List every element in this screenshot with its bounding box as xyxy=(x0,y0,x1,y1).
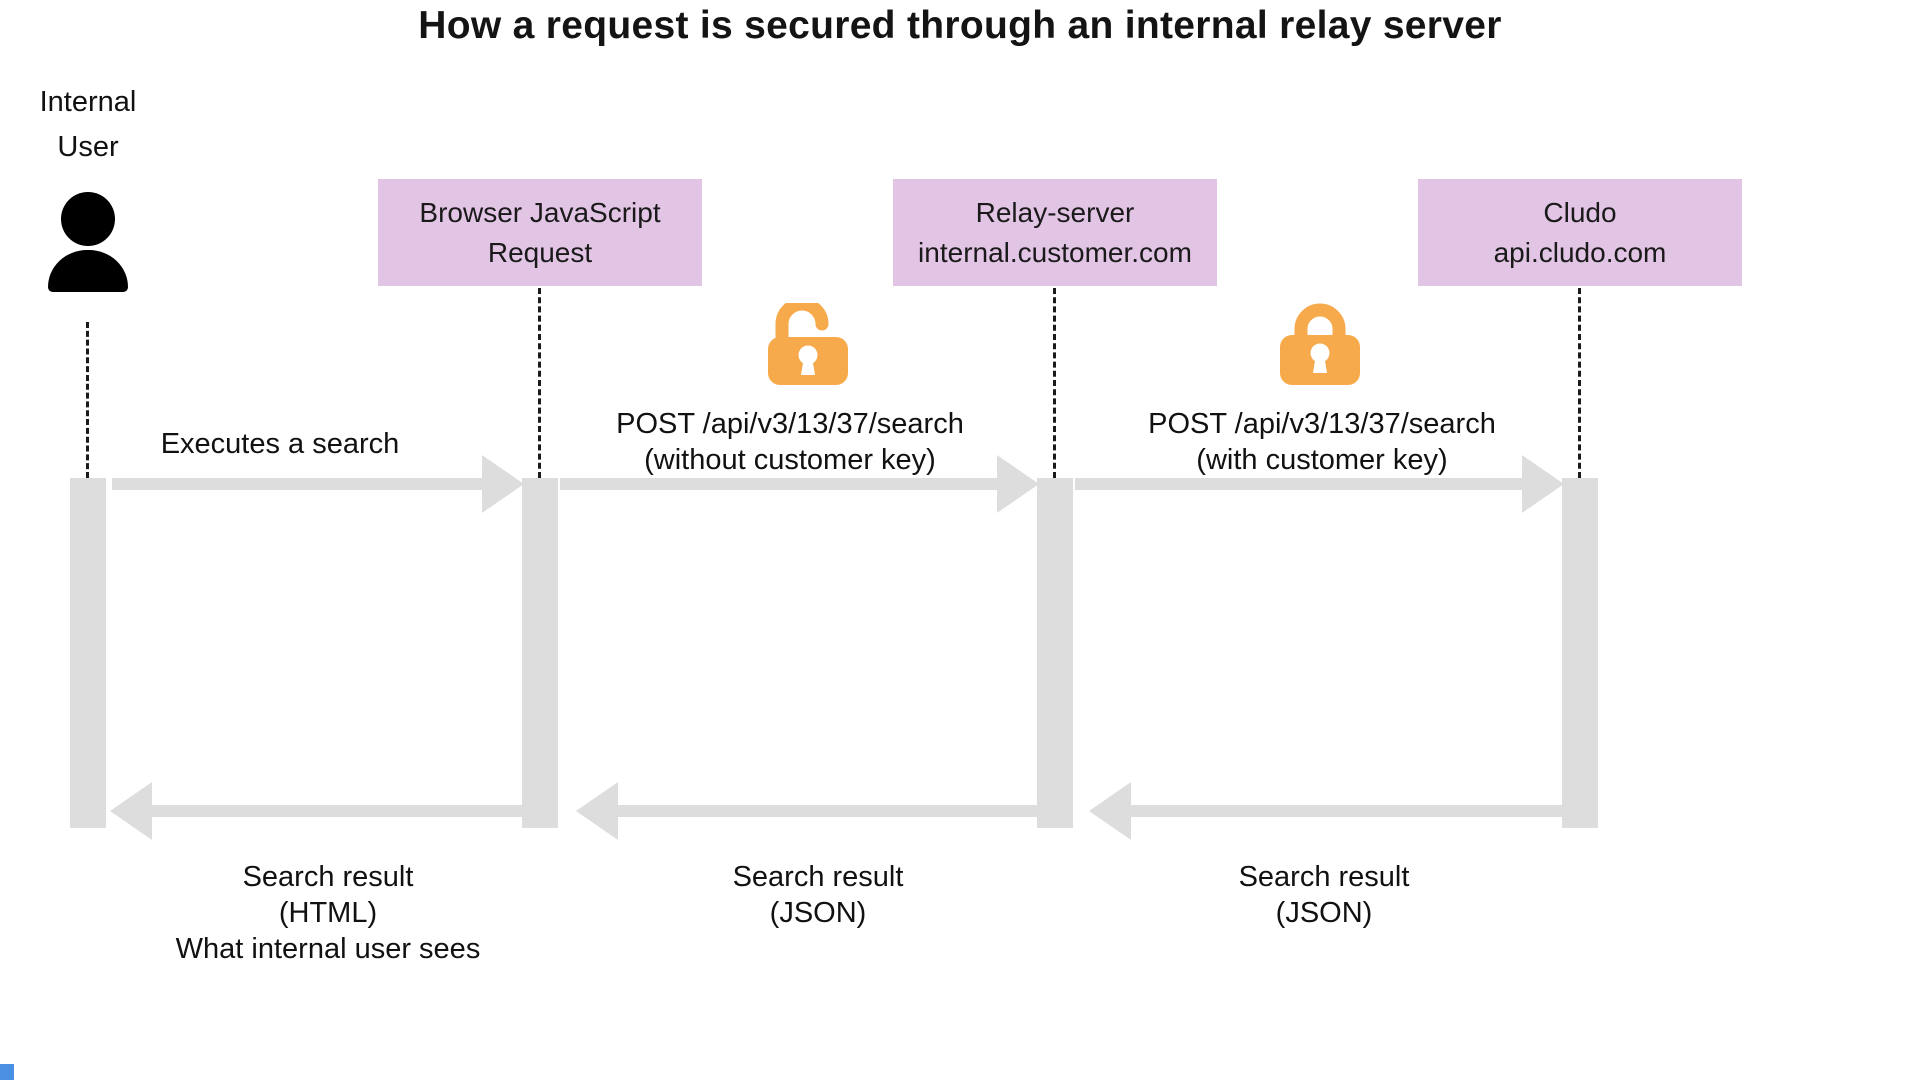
message-label-post-without-key: POST /api/v3/13/37/search (without custo… xyxy=(528,406,1052,478)
lifeline-cludo xyxy=(1578,288,1581,478)
actor-box-relay-line2: internal.customer.com xyxy=(918,236,1192,268)
arrow-browser-to-relay xyxy=(560,455,1039,513)
message-text: POST /api/v3/13/37/search xyxy=(1148,408,1496,440)
message-text: Search result xyxy=(1238,861,1410,893)
message-text: (with customer key) xyxy=(1196,444,1448,476)
message-text: Search result xyxy=(242,861,414,893)
person-icon-head xyxy=(61,192,115,246)
activation-bar-relay xyxy=(1037,478,1073,828)
arrow-return-cludo-to-relay xyxy=(1089,782,1564,840)
arrow-relay-to-cludo xyxy=(1075,455,1564,513)
activation-bar-cludo xyxy=(1562,478,1598,828)
lifeline-user xyxy=(86,322,89,478)
actor-box-relay-line1: Relay-server xyxy=(975,196,1135,228)
message-text: Executes a search xyxy=(160,428,400,460)
message-text: POST /api/v3/13/37/search xyxy=(616,408,964,440)
activation-bar-user xyxy=(70,478,106,828)
actor-box-browser-line2: Request xyxy=(487,236,593,268)
actor-box-cludo-line2: api.cludo.com xyxy=(1493,236,1667,268)
message-label-post-with-key: POST /api/v3/13/37/search (with customer… xyxy=(1060,406,1584,478)
lifeline-relay xyxy=(1053,288,1056,478)
actor-label-line1: Internal xyxy=(39,86,137,118)
unlocked-padlock-icon xyxy=(768,303,848,385)
actor-box-browser-line1: Browser JavaScript xyxy=(419,196,661,228)
diagram-title: How a request is secured through an inte… xyxy=(418,4,1502,47)
lifeline-browser xyxy=(538,288,541,478)
message-text: (without customer key) xyxy=(644,444,936,476)
message-label-executes-search: Executes a search xyxy=(80,426,480,462)
blue-corner-mark xyxy=(0,1064,14,1080)
message-text: What internal user sees xyxy=(175,933,481,965)
message-text: (JSON) xyxy=(769,897,867,929)
message-label-search-result-json-relay: Search result (JSON) xyxy=(1074,859,1574,931)
actor-label-internal-user: Internal User xyxy=(0,80,176,170)
message-text: (JSON) xyxy=(1275,897,1373,929)
actor-box-relay: Relay-server internal.customer.com xyxy=(893,179,1217,286)
message-label-search-result-json-browser: Search result (JSON) xyxy=(568,859,1068,931)
arrow-return-relay-to-browser xyxy=(576,782,1039,840)
arrow-user-to-browser xyxy=(112,455,524,513)
activation-bar-browser xyxy=(522,478,558,828)
locked-padlock-icon xyxy=(1280,303,1360,385)
actor-label-line2: User xyxy=(57,131,119,163)
actor-box-cludo-line1: Cludo xyxy=(1543,196,1617,228)
actor-box-browser: Browser JavaScript Request xyxy=(378,179,702,286)
message-label-search-result-html: Search result (HTML) What internal user … xyxy=(78,859,578,967)
message-text: Search result xyxy=(732,861,904,893)
arrow-return-browser-to-user xyxy=(110,782,524,840)
actor-box-cludo: Cludo api.cludo.com xyxy=(1418,179,1742,286)
message-text: (HTML) xyxy=(278,897,378,929)
person-icon-body xyxy=(48,250,128,292)
